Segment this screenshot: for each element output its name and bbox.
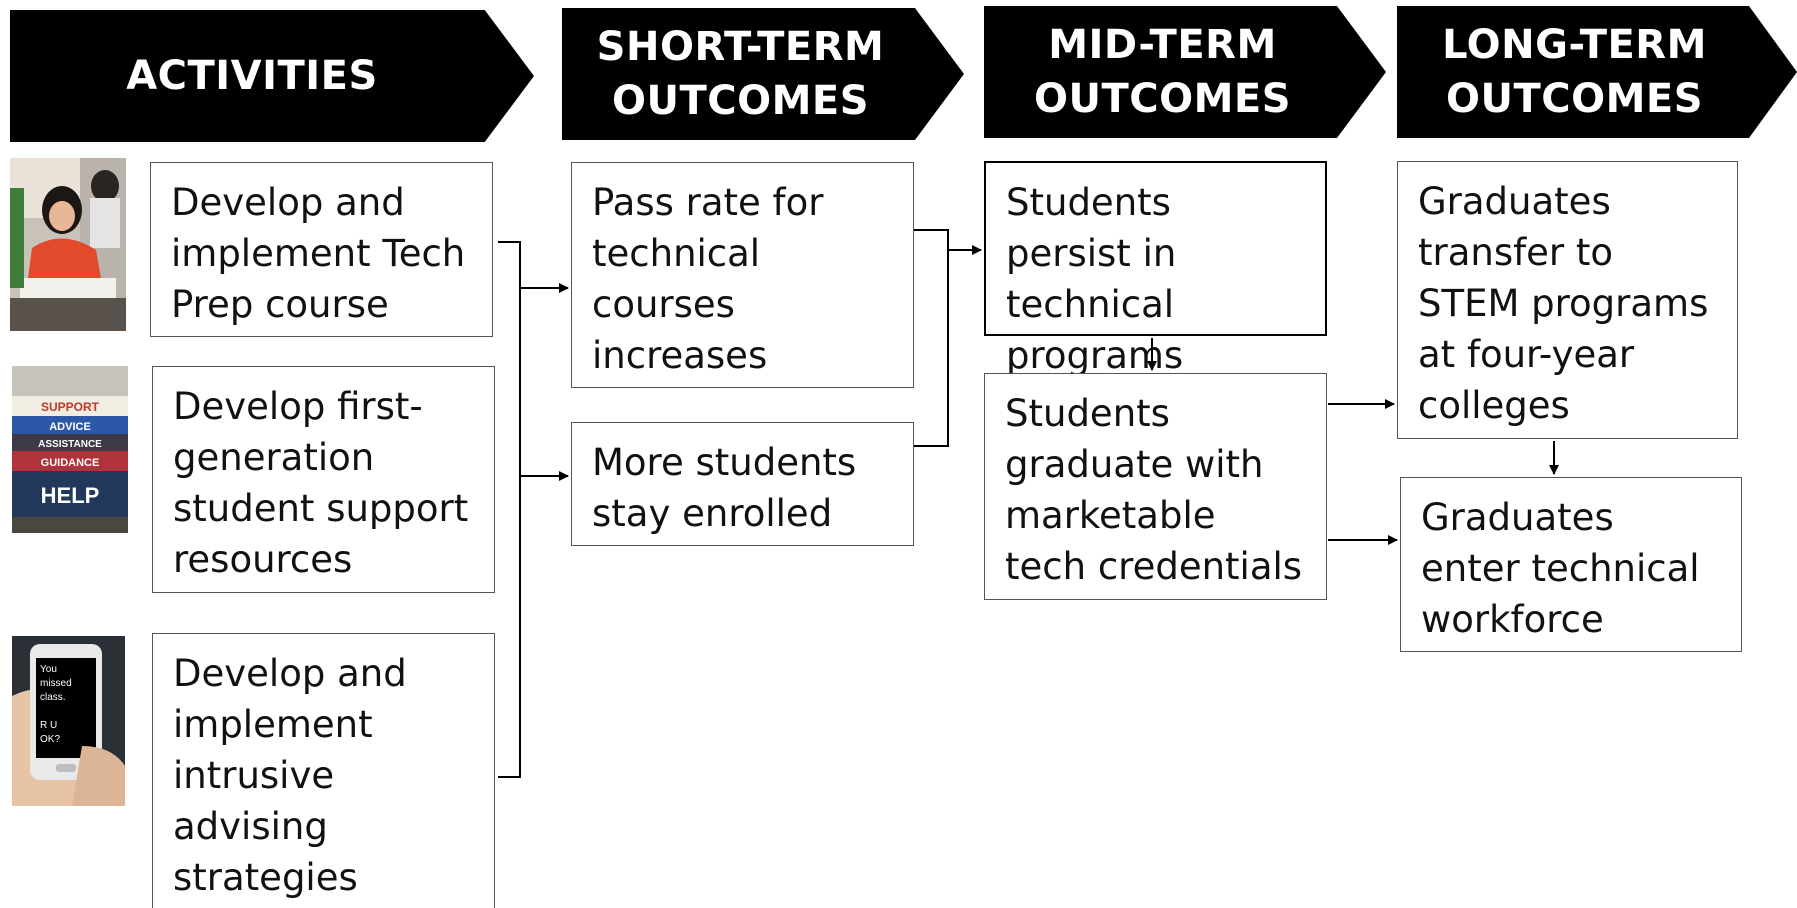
students-in-classroom-photo	[10, 158, 126, 331]
header-long-term-line2: OUTCOMES	[1445, 76, 1704, 122]
short-term-pass-rate: Pass rate for technical courses increase…	[571, 162, 914, 388]
long-term-enter-workforce: Graduates enter technical workforce	[1400, 477, 1742, 652]
book-label-support: SUPPORT	[41, 400, 100, 414]
header-short-term-line2: OUTCOMES	[611, 78, 870, 124]
books-stack-photo: SUPPORT ADVICE ASSISTANCE GUIDANCE HELP	[12, 366, 128, 533]
book-label-guidance: GUIDANCE	[41, 457, 100, 469]
header-mid-term-line1: MID-TERM	[1048, 22, 1277, 68]
phone-text-line4: R U	[40, 720, 57, 731]
activity-intrusive-advising: Develop and implement intrusive advising…	[152, 633, 495, 908]
phone-text-line5: OK?	[40, 734, 60, 745]
activities-bracket-line	[498, 241, 521, 778]
mid-term-graduate: Students graduate with marketable tech c…	[984, 373, 1327, 600]
book-label-help: HELP	[41, 483, 100, 508]
short-term-stay-enrolled: More students stay enrolled	[571, 422, 914, 546]
activity-tech-prep-course: Develop and implement Tech Prep course	[150, 162, 493, 337]
phone-text-line3: class.	[40, 692, 66, 703]
header-long-term-line1: LONG-TERM	[1442, 22, 1707, 68]
book-label-advice: ADVICE	[49, 421, 91, 433]
mid-term-persist: Students persist in technical programs	[984, 161, 1327, 377]
header-activities-label: ACTIVITIES	[126, 53, 378, 99]
long-term-transfer-stem: Graduates transfer to STEM programs at f…	[1397, 161, 1738, 439]
phone-text-line2: missed	[40, 678, 72, 689]
header-long-term-outcomes: LONG-TERM OUTCOMES	[1397, 6, 1797, 138]
book-label-assistance: ASSISTANCE	[38, 439, 102, 450]
header-activities: ACTIVITIES	[10, 10, 534, 142]
header-short-term-outcomes: SHORT-TERM OUTCOMES	[562, 8, 964, 140]
short-term-bracket-line	[914, 229, 949, 447]
header-mid-term-outcomes: MID-TERM OUTCOMES	[984, 6, 1386, 138]
activity-first-gen-support: Develop first-generation student support…	[152, 366, 495, 593]
header-short-term-line1: SHORT-TERM	[596, 24, 885, 70]
header-mid-term-line2: OUTCOMES	[1033, 76, 1292, 122]
phone-text-photo: You missed class. R U OK?	[12, 636, 125, 806]
phone-text-line1: You	[40, 664, 57, 675]
